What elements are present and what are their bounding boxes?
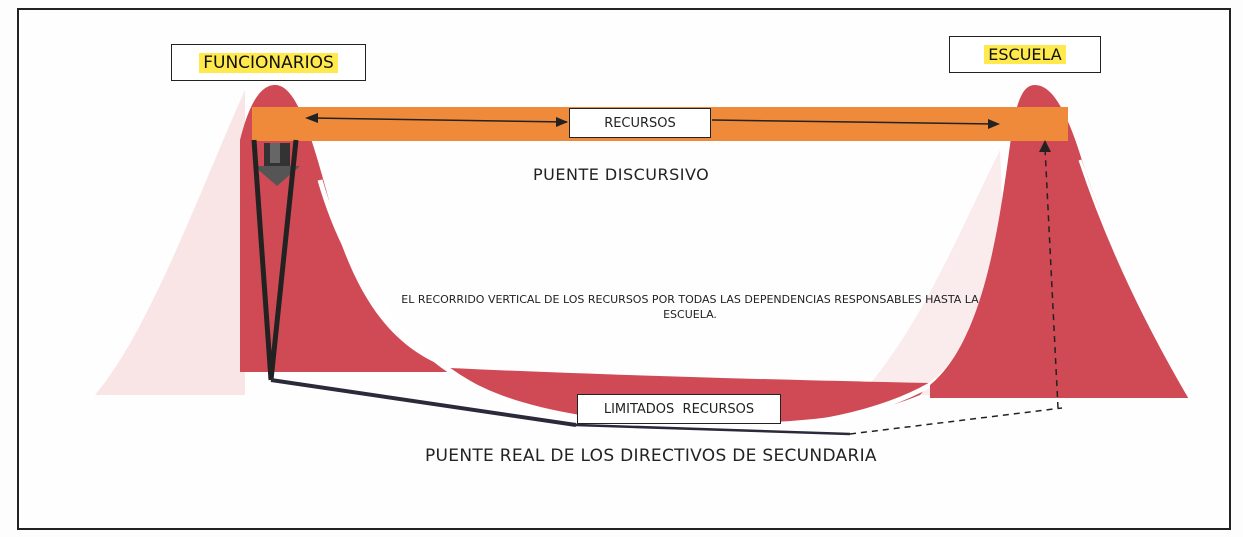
- recursos-arrow-right: [711, 119, 996, 125]
- puente-real-text: PUENTE REAL DE LOS DIRECTIVOS DE SECUNDA…: [425, 446, 877, 466]
- up-arrowhead-icon: [1039, 140, 1051, 152]
- right-peak-highlight: [1078, 159, 1192, 399]
- real-path-line-1: [270, 378, 577, 427]
- funnel-line-right: [268, 139, 299, 381]
- arrowhead-mid-icon: [556, 117, 568, 127]
- real-path-dashed-1: [849, 407, 1063, 435]
- recursos-label: RECURSOS: [569, 108, 711, 138]
- down-arrow-icon: [254, 143, 300, 186]
- recorrido-vertical-text: EL RECORRIDO VERTICAL DE LOS RECURSOS PO…: [401, 293, 979, 321]
- right-peak: [930, 85, 1190, 398]
- escuela-label-box: ESCUELA: [949, 36, 1101, 73]
- funcionarios-label: FUNCIONARIOS: [199, 52, 338, 73]
- limitados-recursos-label: LIMITADOS RECURSOS: [577, 394, 781, 424]
- ghost-left-peak: [95, 90, 245, 395]
- funnel-line-left: [251, 139, 274, 381]
- puente-discursivo-text: PUENTE DISCURSIVO: [533, 165, 710, 184]
- recursos-arrow-left: [311, 117, 568, 123]
- arrowhead-left-icon: [305, 113, 318, 123]
- arrowhead-right-icon: [988, 119, 1000, 129]
- funcionarios-label-box: FUNCIONARIOS: [171, 44, 366, 81]
- real-path-line-2: [575, 423, 851, 436]
- escuela-label: ESCUELA: [984, 45, 1066, 64]
